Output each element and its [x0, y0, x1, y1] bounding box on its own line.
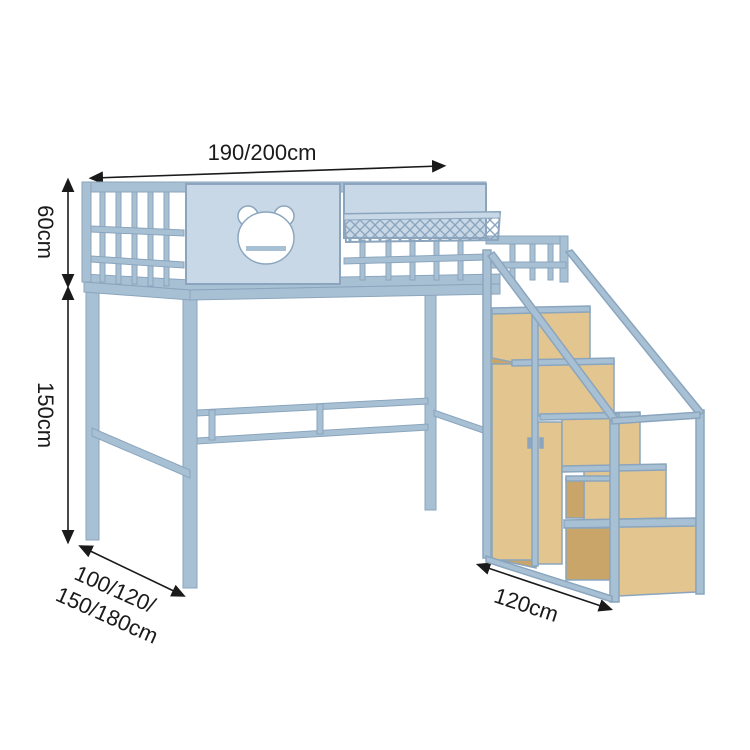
- length-dimension-line: [88, 159, 447, 185]
- open-cubby: [565, 477, 585, 519]
- guardrail-height-label: 60cm: [33, 205, 58, 259]
- lower-side-rail: [91, 427, 191, 479]
- wardrobe-door-left: [491, 363, 535, 561]
- length-dimension-label: 190/200cm: [208, 140, 317, 165]
- stair-step-1-tread: [491, 305, 591, 315]
- lower-rail-post-2: [316, 403, 324, 435]
- stair-handrail-cross: [611, 411, 701, 425]
- bear-cutout-icon: [237, 205, 295, 265]
- guardrail-bar: [131, 191, 138, 285]
- stair-depth-line: [475, 562, 614, 612]
- stair-front-post: [609, 413, 620, 603]
- lower-rail-post: [208, 409, 216, 441]
- mesh-shelf-rim: [343, 211, 501, 221]
- deck-side-beam: [189, 283, 501, 301]
- stair-step-4: [583, 465, 667, 521]
- guardrail-bar: [99, 191, 106, 283]
- front-left-leg: [85, 281, 100, 541]
- loft-bed-frame: [83, 273, 501, 589]
- guardrail-mid-rail: [90, 225, 185, 237]
- stair-guardrail-post: [559, 235, 569, 283]
- guardrail-bar: [147, 191, 154, 287]
- front-right-leg: [182, 289, 198, 589]
- guardrail-corner-post-left: [81, 181, 92, 283]
- lower-back-rail-2: [196, 423, 429, 445]
- guardrail-bar: [115, 191, 122, 285]
- stair-base-rail: [485, 554, 613, 604]
- lower-back-rail: [196, 397, 429, 417]
- open-cubby-shelf: [565, 475, 617, 482]
- stair-step-5-tread: [563, 517, 697, 529]
- guardrail-bar: [163, 191, 170, 287]
- width-dimension-line: [78, 545, 186, 597]
- lower-right-rail: [433, 409, 487, 435]
- bear-cutout-bar: [246, 246, 286, 251]
- guardrail-lower-rail: [90, 255, 185, 269]
- stair-mid-post: [531, 315, 539, 567]
- stair-step-2-tread: [511, 357, 615, 367]
- wardrobe-knob: [527, 437, 532, 449]
- stair-step-5: [617, 519, 697, 597]
- stair-handrail-back: [564, 249, 706, 418]
- stair-back-post: [695, 409, 705, 595]
- staircase-storage: [482, 249, 706, 604]
- wardrobe-knob-2: [539, 437, 544, 449]
- guard-panels: [185, 183, 502, 285]
- open-cubby: [565, 527, 615, 581]
- stair-rear-leg: [482, 249, 492, 559]
- clearance-height-label: 150cm: [33, 382, 58, 448]
